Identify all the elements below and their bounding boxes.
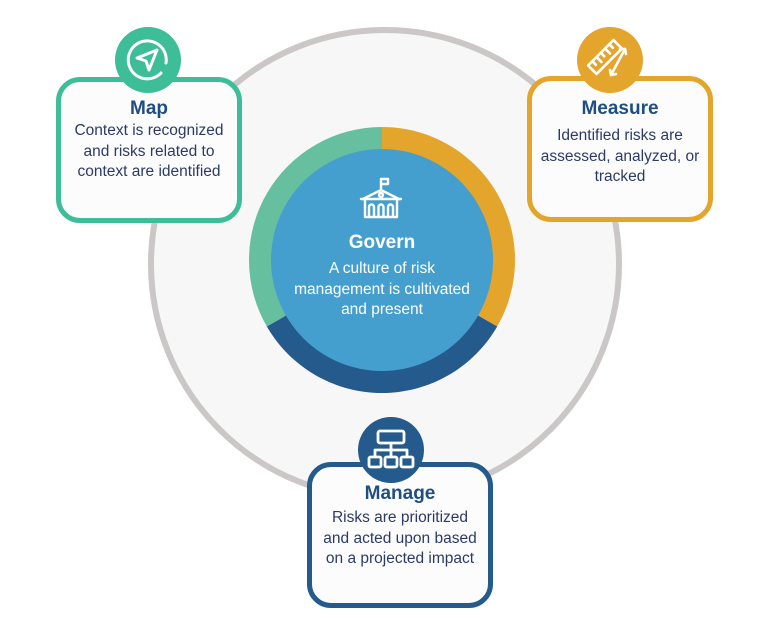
map-card: Map Context is recognized and risks rela… — [56, 77, 242, 223]
govern-core — [271, 149, 493, 371]
manage-card: Manage Risks are prioritized and acted u… — [307, 462, 493, 608]
govern-title: Govern — [348, 232, 416, 253]
govern-label: Govern A culture of risk management is c… — [282, 170, 482, 321]
measure-title: Measure — [581, 98, 659, 119]
measure-badge — [577, 27, 643, 93]
govern-description: A culture of risk management is cultivat… — [294, 260, 470, 318]
map-description: Context is recognized and risks related … — [74, 122, 224, 180]
navigation-arrow-icon — [126, 39, 168, 81]
measure-card: Measure Identified risks are assessed, a… — [527, 76, 713, 222]
building-flag-icon — [359, 177, 403, 219]
ring-segment-measure — [382, 127, 515, 327]
govern-ring — [248, 126, 515, 394]
measure-description: Identified risks are assessed, analyzed,… — [540, 127, 700, 185]
ruler-arrows-icon — [586, 38, 628, 77]
manage-title: Manage — [364, 483, 436, 504]
hierarchy-icon — [367, 429, 415, 469]
map-title: Map — [130, 98, 168, 119]
manage-badge — [358, 417, 424, 483]
manage-description: Risks are prioritized and acted upon bas… — [323, 509, 477, 567]
ring-segment-map — [248, 126, 382, 327]
ring-segment-manage — [266, 314, 498, 394]
map-badge — [115, 27, 181, 93]
